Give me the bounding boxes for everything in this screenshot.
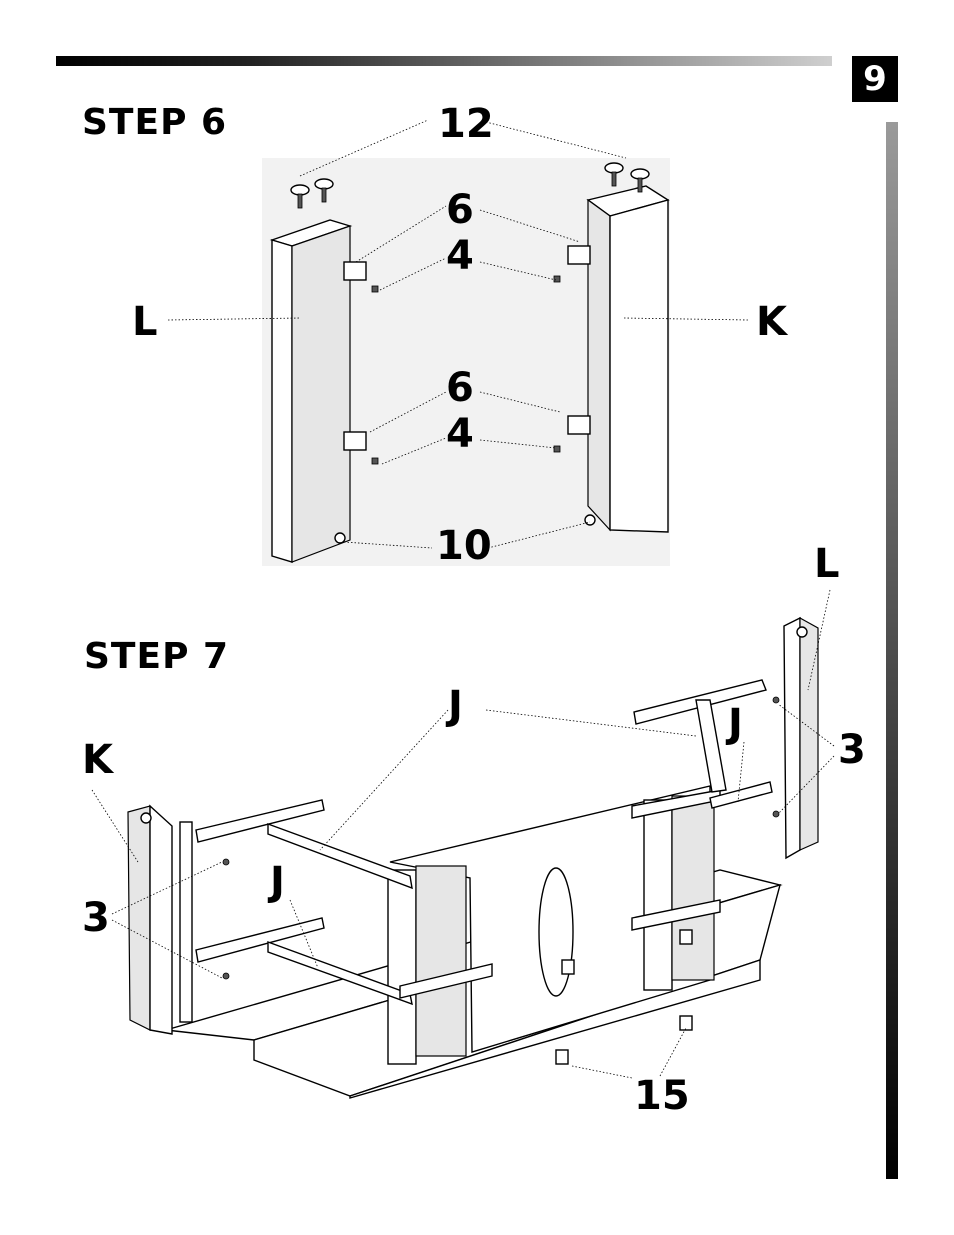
label-6-lower: 6 [446,368,474,408]
label-K-step6: K [756,302,787,342]
label-6-upper: 6 [446,190,474,230]
label-3-left: 3 [82,898,110,938]
step7-panel-l [784,618,818,858]
label-12-feet: 12 [438,104,494,144]
label-L-step6: L [132,302,158,342]
step6-panel-l [272,220,350,562]
label-10-cams: 10 [436,526,492,566]
label-K-step7: K [82,740,113,780]
step7-left-leg [388,866,466,1064]
label-4-upper: 4 [446,236,474,276]
label-4-lower: 4 [446,414,474,454]
step7-right-leg [644,796,714,990]
label-15-hardware: 15 [634,1076,690,1116]
label-3-right: 3 [838,730,866,770]
label-J-top: J [448,686,463,726]
label-J-left: J [270,862,285,902]
step6-panel-k [588,186,668,532]
label-J-right: J [728,704,743,744]
label-L-step7: L [814,544,840,584]
step7-panel-k [128,806,192,1034]
